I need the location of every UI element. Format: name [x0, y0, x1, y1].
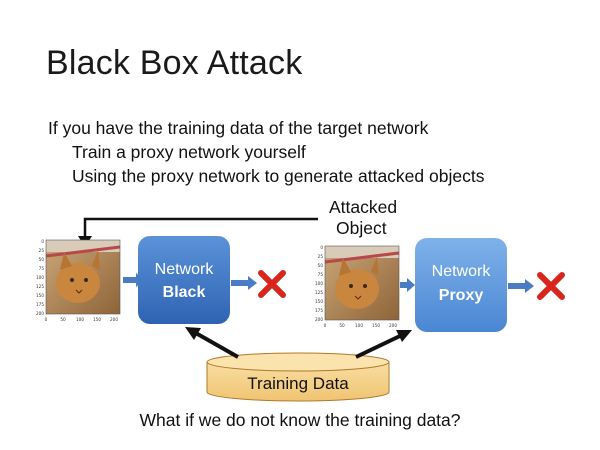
- attacked-object-label: Attacked Object: [326, 197, 397, 239]
- training-data-label: Training Data: [247, 374, 349, 393]
- svg-text:50: 50: [39, 257, 45, 262]
- svg-text:150: 150: [36, 293, 44, 298]
- red-cross-icon-right: [537, 272, 565, 300]
- attacked-object-line2: Object: [336, 218, 387, 238]
- svg-text:25: 25: [318, 254, 324, 259]
- svg-text:125: 125: [36, 284, 44, 289]
- network-proxy-line2: Proxy: [439, 287, 484, 304]
- svg-text:0: 0: [324, 323, 327, 328]
- svg-text:200: 200: [110, 317, 118, 322]
- cat-image-right-xticks: 0 50 100 150 200: [324, 323, 398, 328]
- bullet-2: Train a proxy network yourself: [72, 142, 306, 162]
- svg-text:50: 50: [318, 263, 324, 268]
- svg-text:100: 100: [36, 275, 44, 280]
- training-data-cylinder: Training Data: [206, 352, 390, 402]
- network-proxy-line1: Network: [432, 263, 492, 280]
- svg-text:175: 175: [36, 302, 44, 307]
- svg-text:200: 200: [315, 317, 323, 322]
- cat-image-left-yticks: 0 25 50 75 100 125 150 175 200: [36, 239, 44, 316]
- bullet-1: If you have the training data of the tar…: [48, 118, 429, 138]
- svg-text:100: 100: [76, 317, 84, 322]
- svg-text:25: 25: [39, 248, 45, 253]
- network-black-line2: Black: [163, 284, 206, 301]
- svg-text:150: 150: [93, 317, 101, 322]
- svg-text:75: 75: [39, 266, 45, 271]
- svg-text:200: 200: [36, 311, 44, 316]
- svg-text:75: 75: [318, 272, 324, 277]
- svg-text:50: 50: [60, 317, 66, 322]
- svg-text:200: 200: [389, 323, 397, 328]
- arrow-image-to-proxy: [400, 278, 415, 292]
- svg-text:125: 125: [315, 290, 323, 295]
- svg-text:0: 0: [320, 245, 323, 250]
- network-black: Network Black: [138, 236, 230, 324]
- svg-text:175: 175: [315, 308, 323, 313]
- cat-image-right-yticks: 0 25 50 75 100 125 150 175 200: [315, 245, 323, 322]
- svg-text:150: 150: [315, 299, 323, 304]
- arrow-proxy-to-cross: [508, 279, 534, 293]
- arrow-training-to-black: [185, 327, 239, 359]
- cat-image-left: 0 25 50 75 100 125 150 175 200 0 50 100 …: [36, 239, 121, 322]
- cat-image-left-xticks: 0 50 100 150 200: [45, 317, 119, 322]
- svg-text:100: 100: [355, 323, 363, 328]
- red-cross-icon: [258, 270, 286, 298]
- question-text: What if we do not know the training data…: [139, 410, 461, 430]
- attacked-object-line1: Attacked: [329, 197, 398, 217]
- arrow-black-to-cross: [231, 276, 257, 290]
- svg-text:0: 0: [45, 317, 48, 322]
- cat-image-right: 0 25 50 75 100 125 150 175 200 0 50 100 …: [315, 245, 400, 328]
- network-black-line1: Network: [155, 261, 215, 278]
- network-proxy: Network Proxy: [415, 238, 507, 332]
- arrow-training-to-proxy: [355, 330, 412, 359]
- bullet-3: Using the proxy network to generate atta…: [72, 166, 485, 186]
- slide-title: Black Box Attack: [46, 44, 303, 82]
- svg-text:150: 150: [372, 323, 380, 328]
- svg-text:0: 0: [41, 239, 44, 244]
- svg-text:100: 100: [315, 281, 323, 286]
- svg-text:50: 50: [339, 323, 345, 328]
